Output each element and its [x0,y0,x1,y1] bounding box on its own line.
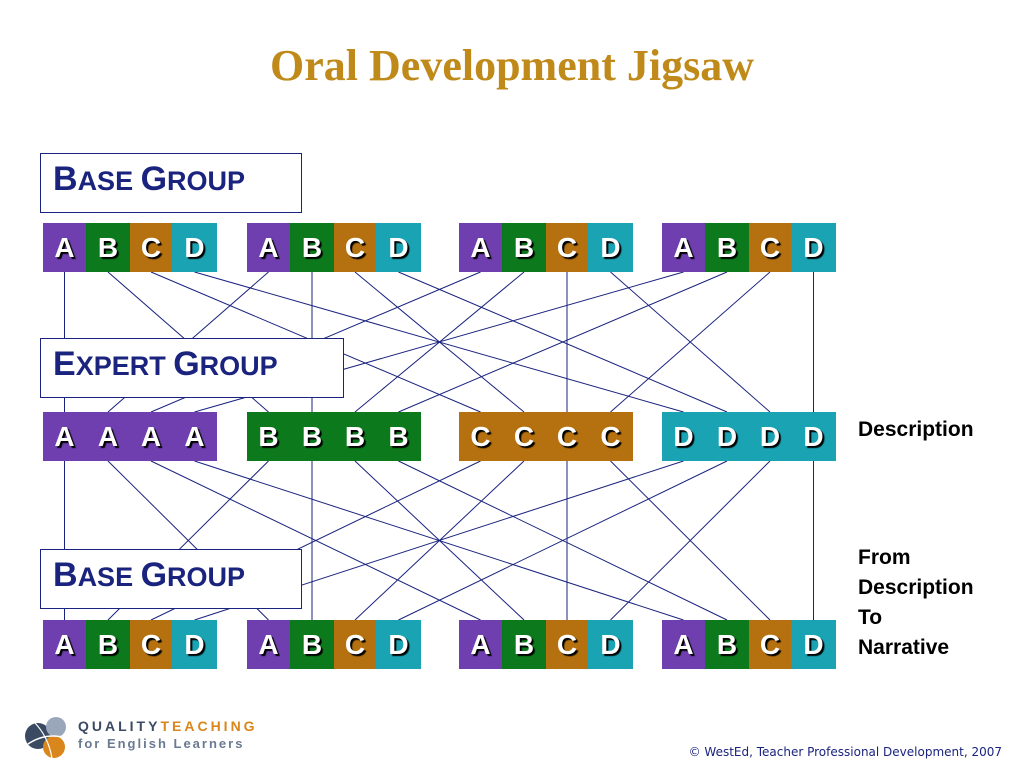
base-top-tile-b: B [290,223,334,272]
expert-tile-a: A [86,412,130,461]
description-note: Description [858,415,974,445]
progression-note: From Description To Narrative [858,543,974,663]
base-top-tile-d: D [376,223,421,272]
base-bottom-tile-b: B [290,620,334,669]
expert-group-rest-1: XPERT [75,351,174,381]
base-group-label-bottom: BASE GROUP [40,549,302,609]
logo-title: QUALITYTEACHING [78,718,258,734]
connector-line-top [398,271,728,413]
base-group-initial-2: G [140,160,168,198]
logo-subtitle: for English Learners [78,736,245,751]
description-text: Description [858,418,974,441]
connector-line-bottom [610,460,771,621]
expert-tile-c: C [459,412,502,461]
base-bottom-tile-c: C [546,620,588,669]
base-bottom-tile-a: A [662,620,705,669]
expert-tile-a: A [43,412,86,461]
connector-line-bottom [398,460,728,621]
expert-tile-b: B [290,412,334,461]
copyright-notice: © WestEd, Teacher Professional Developme… [688,745,1002,759]
base-top-tile-a: A [662,223,705,272]
expert-group-initial-2: G [173,345,200,383]
expert-group-rest-2: ROUP [199,351,278,381]
base-group-initial-1: B [53,556,78,594]
base-bottom-tile-d: D [588,620,633,669]
expert-tile-d: D [662,412,705,461]
quality-teaching-logo: QUALITYTEACHING for English Learners [24,712,264,762]
base-top-tile-a: A [247,223,290,272]
base-bottom-tile-b: B [705,620,749,669]
base-group-rest-1: ASE [77,166,141,196]
base-group-rest-1: ASE [77,562,141,592]
logo-mark-icon [25,717,67,759]
progression-line-description: Description [858,576,974,599]
connector-line-top [610,271,771,413]
progression-line-from: From [858,546,911,569]
logo-quality-text: QUALITY [78,718,161,734]
base-top-tile-c: C [546,223,588,272]
base-bottom-tile-c: C [130,620,172,669]
base-top-tile-b: B [502,223,546,272]
base-top-tile-a: A [459,223,502,272]
base-group-rest-2: ROUP [167,562,246,592]
expert-tile-c: C [588,412,633,461]
expert-tile-b: B [334,412,376,461]
expert-group-label: EXPERT GROUP [40,338,344,398]
base-bottom-tile-a: A [247,620,290,669]
progression-line-narrative: Narrative [858,636,950,659]
base-bottom-tile-a: A [43,620,86,669]
expert-tile-b: B [376,412,421,461]
base-top-tile-d: D [791,223,836,272]
base-top-tile-a: A [43,223,86,272]
base-bottom-tile-c: C [749,620,791,669]
base-group-initial-1: B [53,160,78,198]
base-bottom-tile-a: A [459,620,502,669]
expert-group-initial-1: E [53,345,76,383]
logo-teaching-text: TEACHING [160,718,258,734]
base-bottom-tile-d: D [172,620,217,669]
base-top-tile-d: D [172,223,217,272]
progression-line-to: To [858,606,883,629]
base-bottom-tile-d: D [791,620,836,669]
expert-tile-a: A [172,412,217,461]
base-bottom-tile-b: B [86,620,130,669]
base-top-tile-d: D [588,223,633,272]
base-bottom-tile-d: D [376,620,421,669]
base-bottom-tile-b: B [502,620,546,669]
base-group-initial-2: G [140,556,168,594]
connector-line-bottom [194,460,684,621]
expert-tile-c: C [546,412,588,461]
expert-tile-d: D [749,412,791,461]
base-top-tile-c: C [130,223,172,272]
base-bottom-tile-c: C [334,620,376,669]
base-top-tile-c: C [334,223,376,272]
expert-tile-c: C [502,412,546,461]
base-top-tile-b: B [705,223,749,272]
base-group-rest-2: ROUP [167,166,246,196]
connector-line-bottom [150,460,481,621]
base-top-tile-c: C [749,223,791,272]
page-title: Oral Development Jigsaw [270,41,754,90]
base-top-tile-b: B [86,223,130,272]
expert-tile-d: D [791,412,836,461]
expert-tile-a: A [130,412,172,461]
base-group-label-top: BASE GROUP [40,153,302,213]
expert-tile-b: B [247,412,290,461]
expert-tile-d: D [705,412,749,461]
